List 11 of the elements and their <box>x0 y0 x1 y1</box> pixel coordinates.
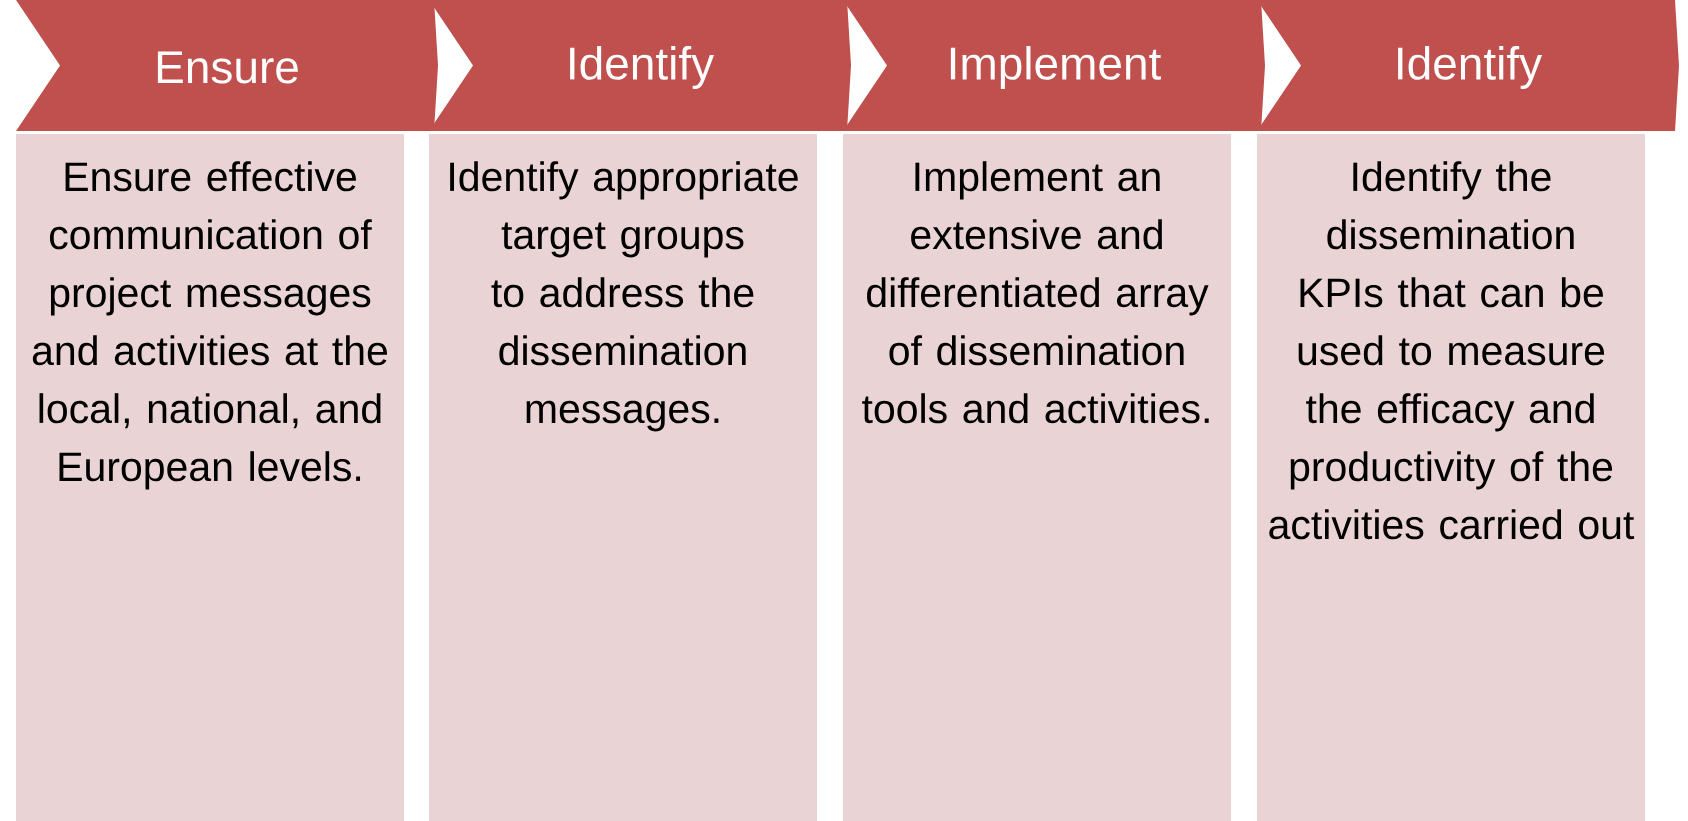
node-label: Identify <box>1398 46 1543 89</box>
text-box: Identify the dissemination KPIs that can be used to measure the efficacy and productivity of the activities carried out <box>1257 134 1645 821</box>
step-header: Ensure <box>16 0 438 131</box>
text-box: Implement an extensive and differentiated array of dissemination tools and activities. <box>843 134 1231 821</box>
text-box: Ensure effective communication of project messages and activities at the local, national, and European levels. <box>16 134 404 821</box>
node-label: Implement <box>950 46 1162 89</box>
step-header: Identify <box>1257 0 1679 131</box>
node-label: Identify <box>570 46 715 89</box>
step-header: Implement <box>843 0 1265 131</box>
text-box: Identify appropriate target groups to address the dissemination messages. <box>429 134 817 821</box>
step-header: Identify <box>429 0 851 131</box>
